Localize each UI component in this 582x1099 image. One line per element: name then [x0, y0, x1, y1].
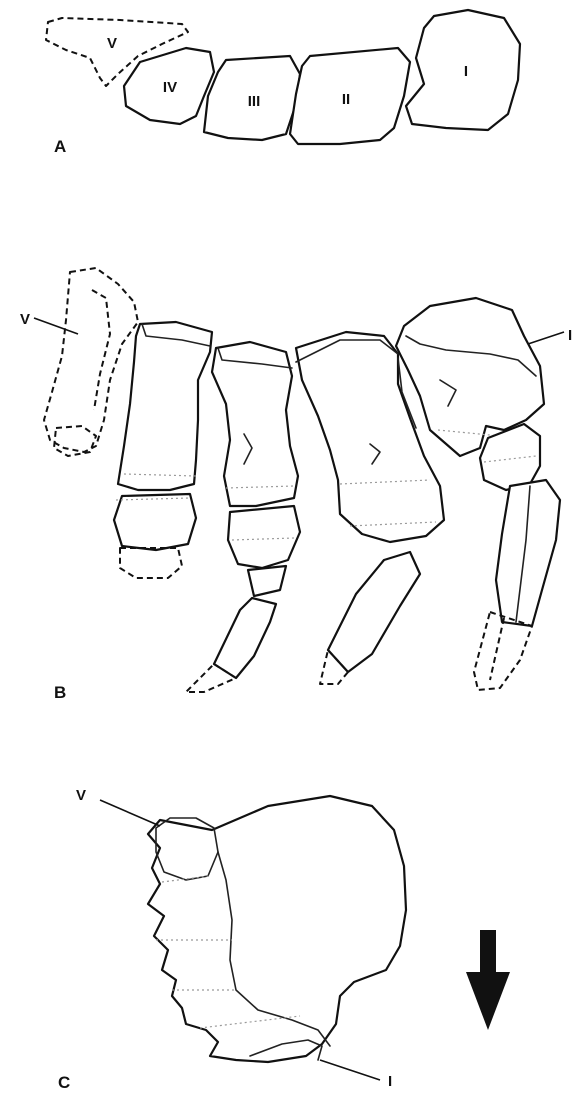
- panel-label-c: C: [58, 1073, 70, 1092]
- panel-b: V I B: [20, 268, 572, 702]
- digit-iii: [186, 342, 300, 692]
- panel-a: V IV III II I A: [46, 10, 520, 156]
- digit-iv: [114, 322, 212, 578]
- panel-c: V I C: [58, 787, 510, 1092]
- element-label-ii: II: [342, 91, 350, 108]
- panel-label-a: A: [54, 137, 66, 156]
- hoof-outline: [148, 796, 406, 1062]
- leader-line-i: [528, 332, 564, 344]
- hoof-label-i: I: [388, 1073, 392, 1090]
- digit-label-v: V: [20, 311, 30, 328]
- element-label-v: V: [107, 35, 117, 52]
- leader-line-v-c: [100, 800, 160, 826]
- element-label-i: I: [464, 63, 468, 80]
- down-arrow-icon: [466, 930, 510, 1030]
- element-label-iii: III: [248, 93, 261, 110]
- digit-label-i: I: [568, 327, 572, 344]
- hoof-label-v: V: [76, 787, 86, 804]
- element-label-iv: IV: [163, 79, 177, 96]
- leader-line-v: [34, 318, 78, 334]
- leader-line-i-c: [320, 1060, 380, 1080]
- digit-v: [44, 268, 138, 456]
- panel-label-b: B: [54, 683, 66, 702]
